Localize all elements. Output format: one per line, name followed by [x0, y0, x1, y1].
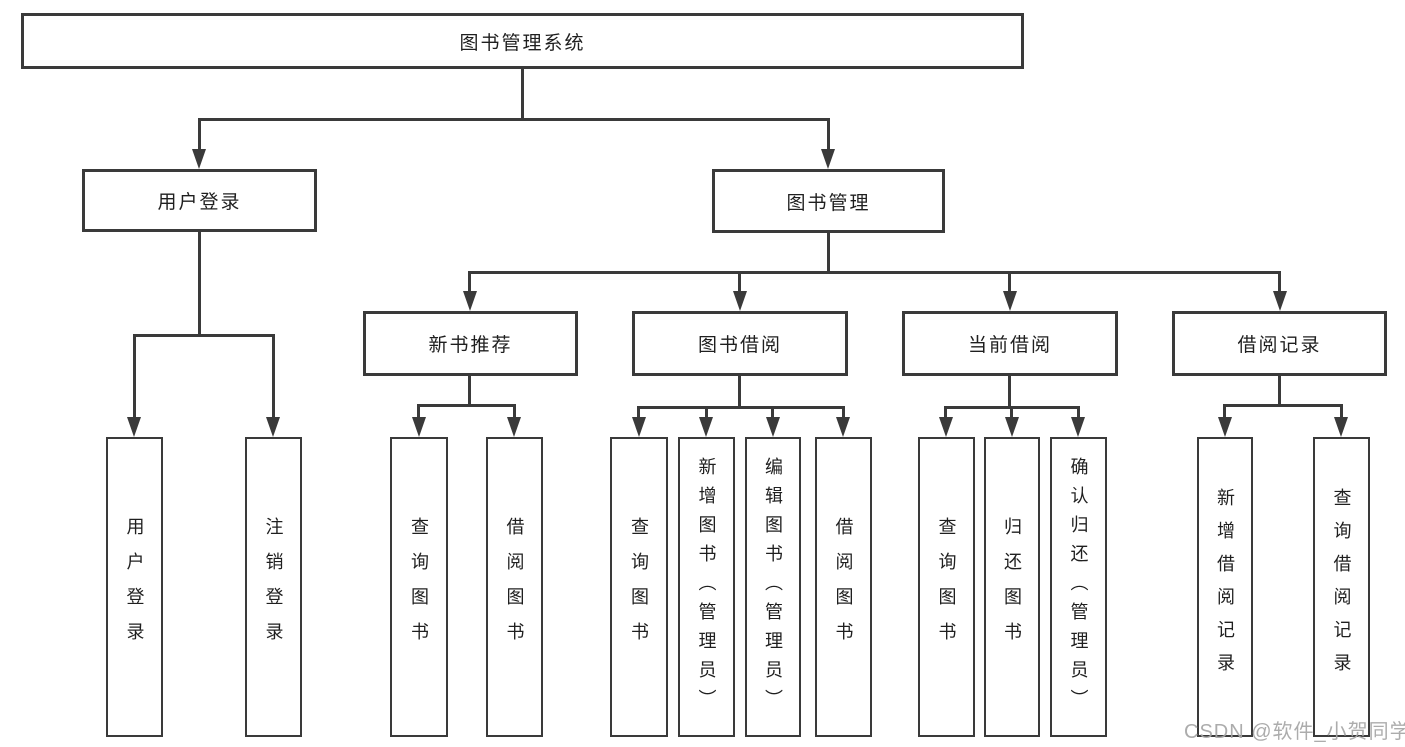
connector-line: [417, 404, 515, 407]
connector-line: [468, 271, 1281, 274]
connector-line: [417, 404, 420, 418]
arrowhead: [1218, 417, 1232, 437]
node-label: 图书管理系统: [459, 32, 586, 54]
node-label: 借阅记录: [1237, 335, 1322, 356]
leaf-label: 编辑图书（管理员）: [763, 456, 783, 718]
leaf-label: 借阅图书: [504, 517, 525, 657]
arrowhead: [192, 149, 206, 169]
connector-line: [1340, 404, 1343, 418]
leaf-logout: 注销登录: [245, 437, 302, 737]
arrowhead: [266, 417, 280, 437]
node-library-system: 图书管理系统: [21, 13, 1024, 69]
connector-line: [637, 406, 845, 409]
arrowhead: [939, 417, 953, 437]
connector-line: [738, 271, 741, 292]
connector-line: [827, 233, 830, 274]
leaf-label: 查询借阅记录: [1331, 488, 1352, 686]
connector-line: [771, 406, 774, 418]
connector-line: [272, 334, 275, 418]
connector-line: [637, 406, 640, 418]
arrowhead: [699, 417, 713, 437]
arrowhead: [821, 149, 835, 169]
connector-line: [468, 271, 471, 292]
connector-line: [133, 334, 136, 418]
leaf-label: 借阅图书: [833, 517, 854, 657]
arrowhead: [1273, 291, 1287, 311]
arrowhead: [463, 291, 477, 311]
leaf-query-borrow-record: 查询借阅记录: [1313, 437, 1370, 737]
leaf-confirm-return-admin: 确认归还（管理员）: [1050, 437, 1107, 737]
arrowhead: [733, 291, 747, 311]
leaf-label: 新增借阅记录: [1215, 488, 1235, 686]
leaf-label: 归还图书: [1002, 517, 1022, 657]
leaf-label: 查询图书: [409, 517, 429, 657]
arrowhead: [412, 417, 426, 437]
connector-line: [705, 406, 708, 418]
connector-line: [1278, 271, 1281, 292]
leaf-add-borrow-record: 新增借阅记录: [1197, 437, 1253, 737]
arrowhead: [836, 417, 850, 437]
node-label: 用户登录: [157, 192, 242, 213]
connector-line: [521, 69, 524, 120]
connector-line: [827, 118, 830, 151]
node-user-login: 用户登录: [82, 169, 317, 232]
connector-line: [198, 118, 830, 121]
connector-line: [1223, 404, 1342, 407]
connector-line: [1008, 376, 1011, 409]
connector-line: [944, 406, 947, 418]
leaf-label: 确认归还（管理员）: [1068, 456, 1089, 718]
connector-line: [1008, 271, 1011, 292]
node-label: 当前借阅: [967, 335, 1052, 356]
leaf-query-books-borrowing: 查询图书: [610, 437, 668, 737]
node-label: 新书推荐: [428, 335, 513, 356]
connector-line: [1010, 406, 1013, 418]
connector-line: [513, 404, 516, 418]
arrowhead: [1334, 417, 1348, 437]
leaf-add-book-admin: 新增图书（管理员）: [678, 437, 735, 737]
leaf-label: 查询图书: [629, 517, 649, 657]
leaf-edit-book-admin: 编辑图书（管理员）: [745, 437, 801, 737]
arrowhead: [766, 417, 780, 437]
connector-line: [1223, 404, 1226, 418]
leaf-borrow-books-recommend: 借阅图书: [486, 437, 543, 737]
node-label: 图书借阅: [697, 335, 782, 356]
connector-line: [198, 118, 201, 151]
arrowhead: [1005, 417, 1019, 437]
leaf-user-login: 用户登录: [106, 437, 163, 737]
leaf-return-book: 归还图书: [984, 437, 1040, 737]
node-book-borrowing: 图书借阅: [632, 311, 848, 376]
connector-line: [738, 376, 741, 408]
connector-line: [1278, 376, 1281, 407]
leaf-borrow-books-borrowing: 借阅图书: [815, 437, 872, 737]
leaf-label: 注销登录: [263, 517, 284, 657]
csdn-watermark: CSDN @软件_小贺同学: [1184, 721, 1405, 743]
leaf-query-books-current: 查询图书: [918, 437, 975, 737]
node-label: 图书管理: [786, 192, 871, 214]
leaf-label: 新增图书（管理员）: [696, 456, 717, 718]
connector-line: [133, 334, 275, 337]
leaf-query-books-recommend: 查询图书: [390, 437, 448, 737]
node-new-book-recommendation: 新书推荐: [363, 311, 578, 376]
connector-line: [842, 406, 845, 418]
leaf-label: 查询图书: [936, 517, 957, 657]
node-book-management: 图书管理: [712, 169, 945, 233]
arrowhead: [632, 417, 646, 437]
connector-line: [1077, 406, 1080, 418]
node-borrowing-records: 借阅记录: [1172, 311, 1387, 376]
node-current-borrowing: 当前借阅: [902, 311, 1118, 376]
arrowhead: [127, 417, 141, 437]
leaf-label: 用户登录: [124, 517, 145, 657]
connector-line: [468, 376, 471, 407]
arrowhead: [507, 417, 521, 437]
connector-line: [198, 232, 201, 336]
arrowhead: [1071, 417, 1085, 437]
arrowhead: [1003, 291, 1017, 311]
